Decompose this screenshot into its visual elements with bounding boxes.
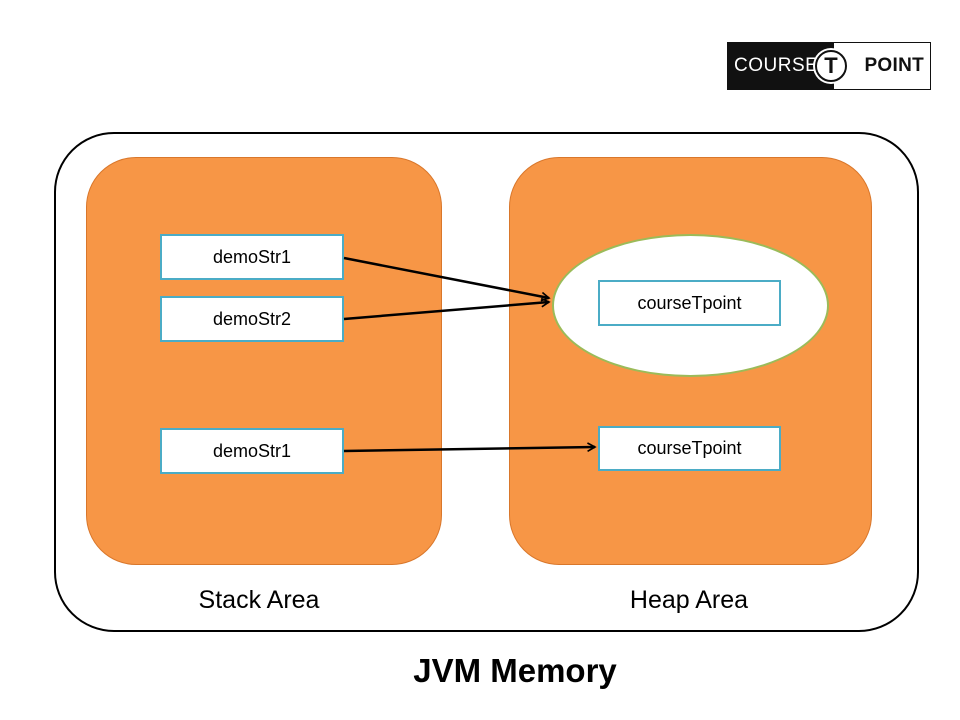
stack-area-label: Stack Area xyxy=(198,586,320,614)
stack-ref-demostr2: demoStr2 xyxy=(160,296,344,342)
pool-object-coursetpoint: courseTpoint xyxy=(598,280,781,326)
stack-ref-demostr1: demoStr1 xyxy=(160,234,344,280)
stack-ref-demostr1-new: demoStr1 xyxy=(160,428,344,474)
heap-object-coursetpoint: courseTpoint xyxy=(598,426,781,471)
heap-area-label: Heap Area xyxy=(629,586,749,614)
diagram-title: JVM Memory xyxy=(413,652,617,689)
stack-area xyxy=(86,157,442,565)
logo-right-text: POINT xyxy=(864,55,924,76)
logo-left-text: COURSE xyxy=(728,43,834,89)
logo-badge: T xyxy=(815,50,847,82)
